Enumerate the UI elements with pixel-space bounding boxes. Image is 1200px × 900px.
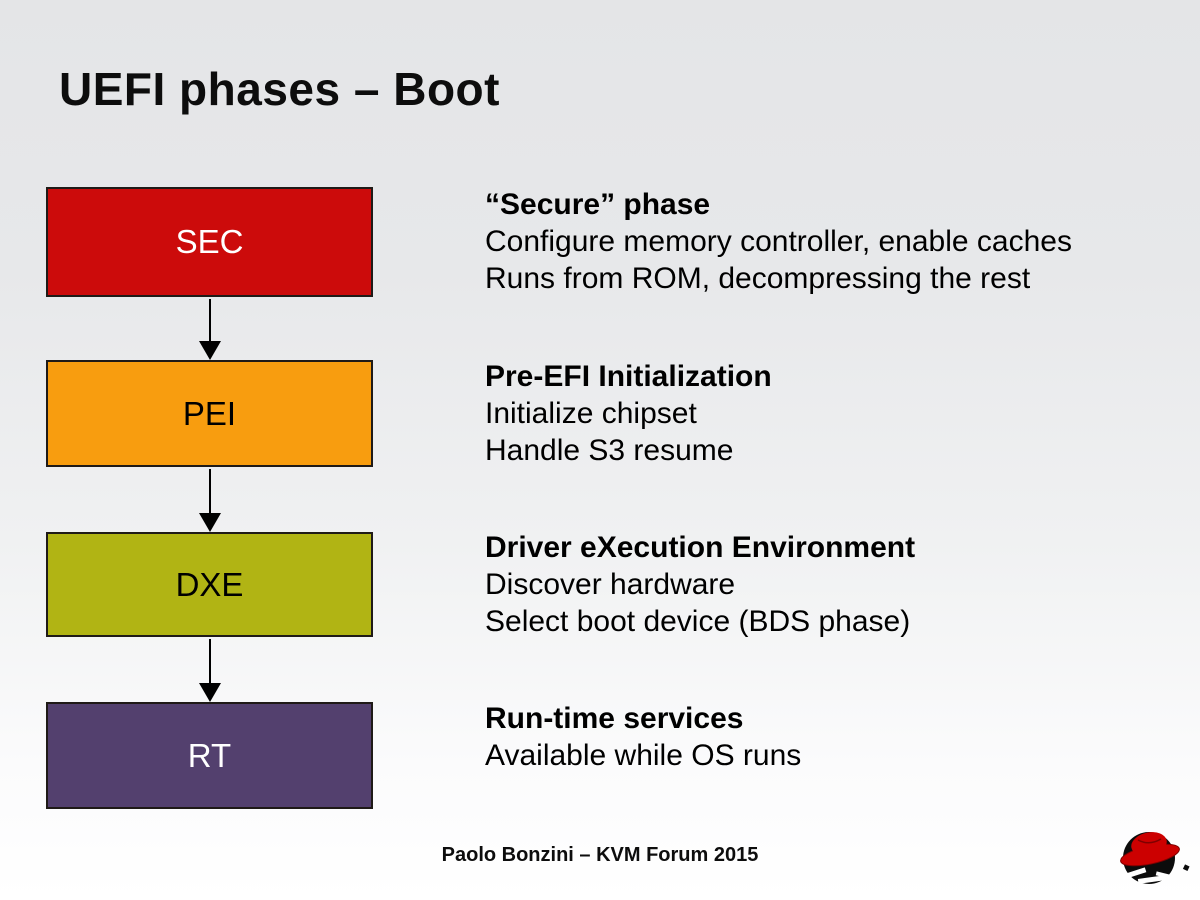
arrow-head-icon [198, 341, 221, 360]
phase-box-pei: PEI [46, 360, 373, 467]
footer-credit: Paolo Bonzini – KVM Forum 2015 [441, 844, 759, 866]
logo-trademark-dot [1182, 864, 1190, 871]
phase-box-pei-label: PEI [182, 394, 237, 432]
description-line: Discover hardware [485, 568, 736, 601]
arrow-shaft [208, 639, 211, 683]
description-heading: Pre-EFI Initialization [485, 360, 772, 393]
logo-hat-crease [1137, 838, 1162, 844]
phase-box-dxe-label: DXE [175, 565, 244, 603]
arrow-head-icon [198, 513, 221, 532]
arrow-shaft [208, 299, 211, 341]
phase-description-dxe: Driver eXecution Environment Discover ha… [485, 529, 1185, 640]
description-heading: Driver eXecution Environment [485, 531, 916, 564]
flow-arrow-dxe-to-rt [198, 639, 221, 702]
description-heading: Run-time services [485, 702, 744, 735]
phase-box-sec: SEC [46, 187, 373, 297]
description-line: Configure memory controller, enable cach… [485, 225, 1072, 258]
logo-shadow-gap [1121, 867, 1147, 880]
description-line: Available while OS runs [485, 739, 802, 772]
slide-title: UEFI phases – Boot [59, 63, 500, 115]
flow-arrow-pei-to-dxe [198, 469, 221, 532]
phase-box-rt-label: RT [187, 736, 232, 774]
description-line: Runs from ROM, decompressing the rest [485, 262, 1031, 295]
logo-shadow-gap [1137, 875, 1167, 884]
phase-box-dxe: DXE [46, 532, 373, 637]
flow-arrow-sec-to-pei [198, 299, 221, 360]
logo-hat-crown [1131, 832, 1167, 856]
description-line: Initialize chipset [485, 397, 697, 430]
description-line: Handle S3 resume [485, 434, 734, 467]
logo-shadow-gap [1155, 871, 1171, 879]
description-heading: “Secure” phase [485, 188, 711, 221]
phase-description-sec: “Secure” phase Configure memory controll… [485, 186, 1185, 297]
red-hat-logo-icon [1120, 832, 1190, 884]
description-line: Select boot device (BDS phase) [485, 605, 911, 638]
phase-description-rt: Run-time services Available while OS run… [485, 700, 1185, 774]
phase-description-pei: Pre-EFI Initialization Initialize chipse… [485, 358, 1185, 469]
phase-box-sec-label: SEC [175, 223, 244, 260]
arrow-shaft [208, 469, 211, 513]
phase-box-rt: RT [46, 702, 373, 809]
arrow-head-icon [198, 683, 221, 702]
